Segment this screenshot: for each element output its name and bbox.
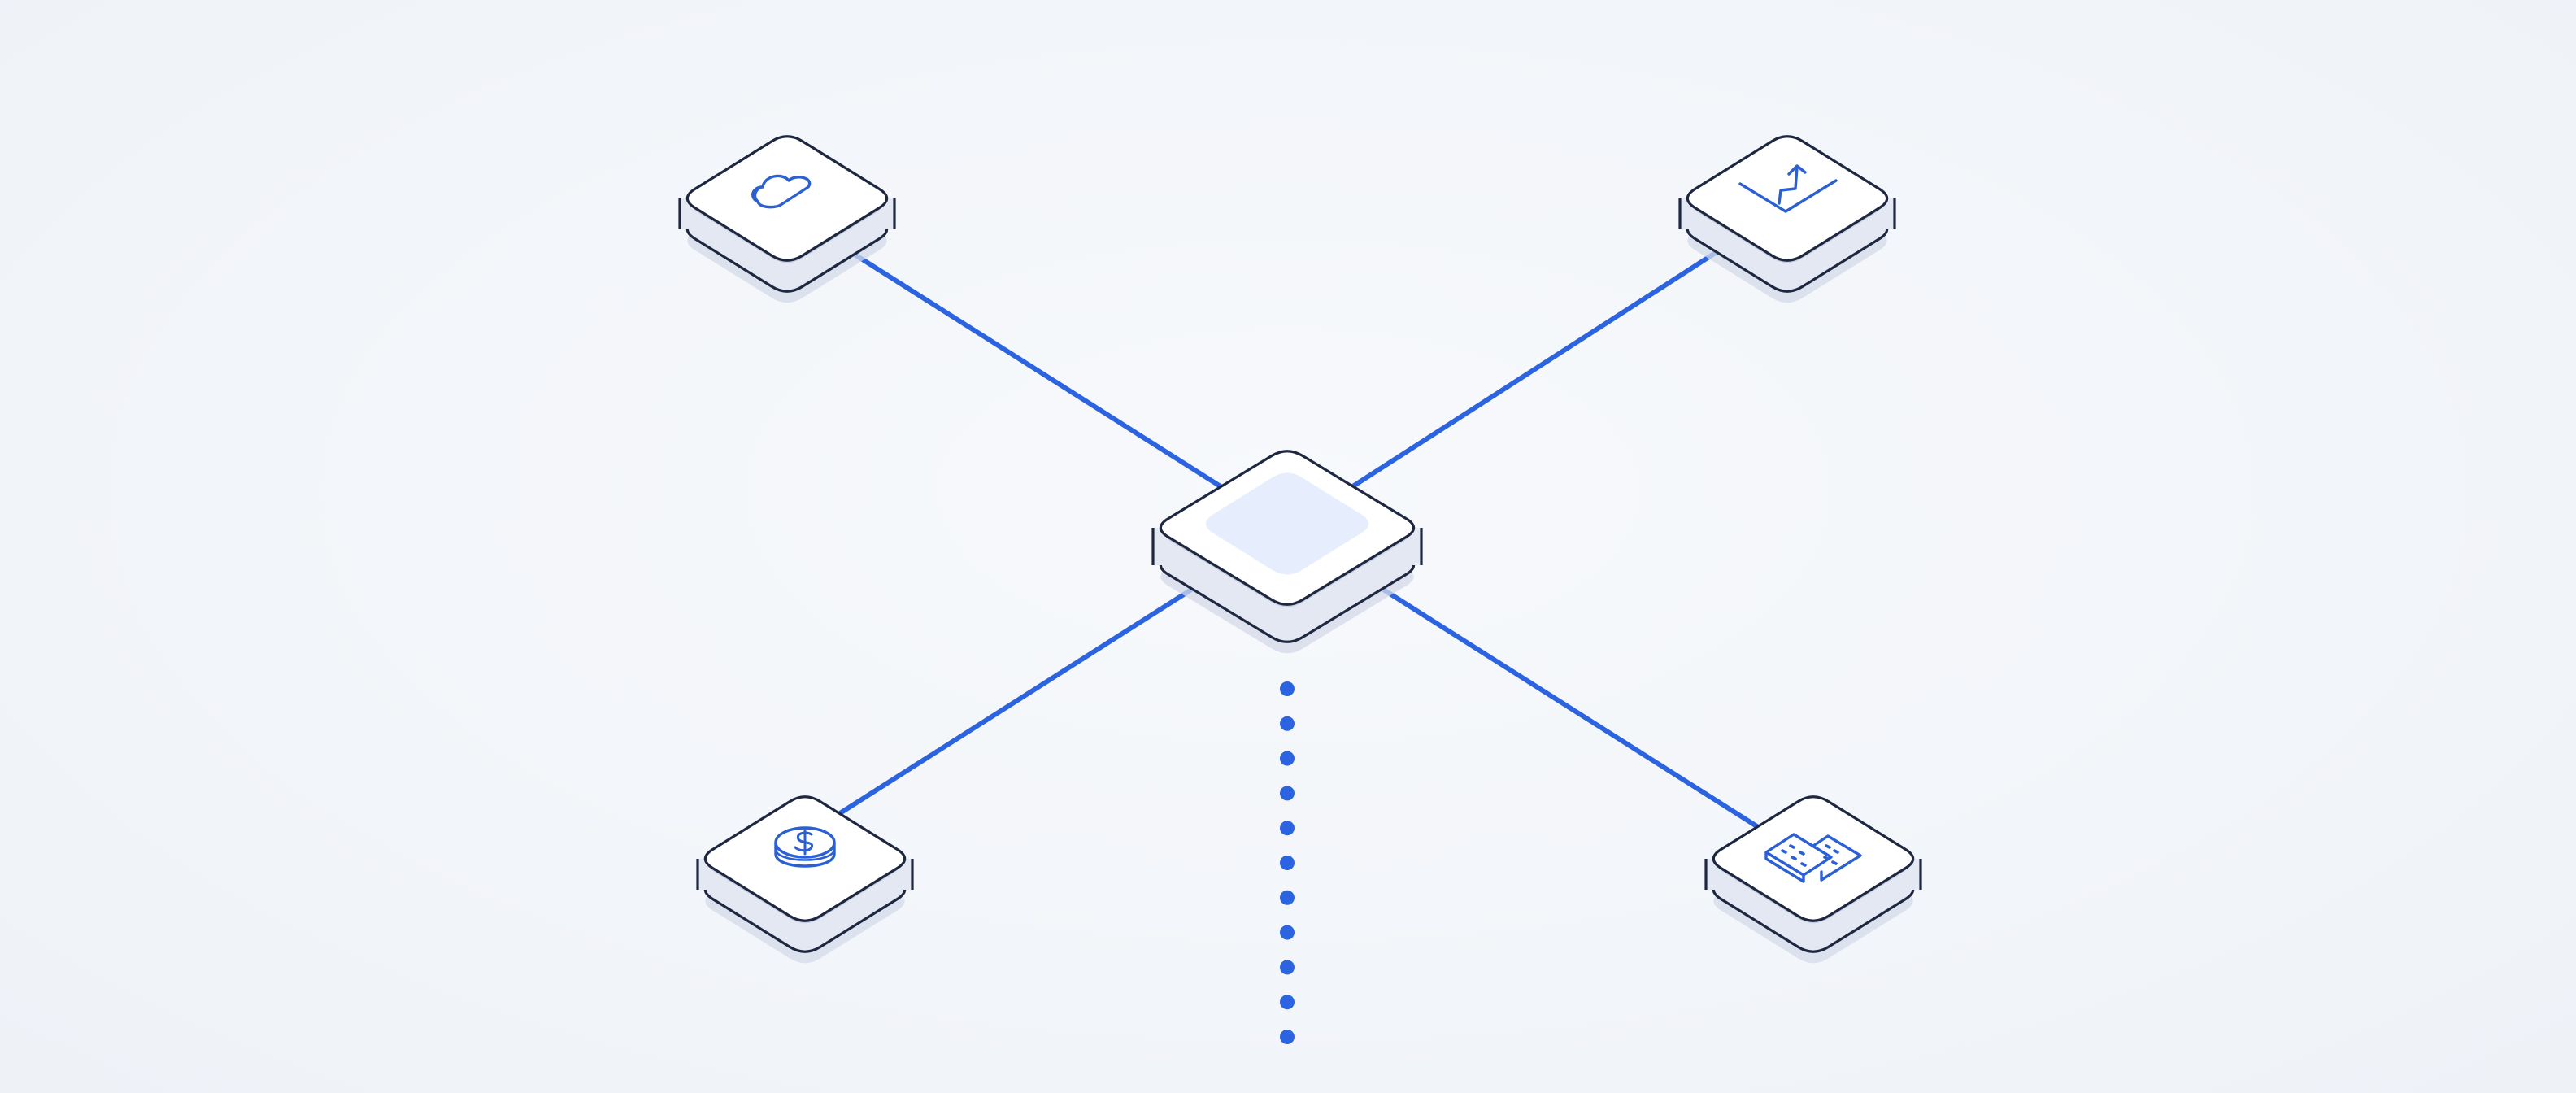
node-currency[interactable] (696, 795, 914, 964)
connector-dot (1280, 751, 1295, 766)
connector-dot (1280, 681, 1295, 696)
node-tile (678, 135, 896, 303)
connector-dot (1280, 960, 1295, 975)
dotted-connector-down (1280, 681, 1295, 1044)
node-tile (1678, 135, 1896, 303)
connector-dot (1280, 925, 1295, 940)
tile-top (1712, 795, 1915, 922)
connector-dot (1280, 856, 1295, 870)
connector-dot (1280, 1030, 1295, 1044)
connector-hub-cloud (777, 204, 1290, 531)
connector-dot (1280, 995, 1295, 1010)
hub-node[interactable] (1151, 450, 1423, 654)
hub-inner-highlight (1206, 472, 1368, 575)
node-growth[interactable] (1678, 135, 1896, 303)
connector-hub-growth (1285, 204, 1790, 531)
node-tile (1704, 795, 1922, 964)
tile-top (703, 795, 907, 922)
trend-up-icon (1738, 164, 1838, 213)
node-cloud[interactable] (678, 135, 896, 303)
tile-top (1686, 135, 1889, 262)
node-tile (696, 795, 914, 964)
node-buildings[interactable] (1704, 795, 1922, 964)
connector-dot (1280, 890, 1295, 905)
connector-dot (1280, 716, 1295, 731)
connector-dot (1280, 821, 1295, 836)
tile-top (685, 135, 889, 262)
coin-icon (774, 826, 836, 868)
connector-dot (1280, 786, 1295, 801)
cloud-icon (751, 174, 812, 209)
building-icon (1764, 833, 1862, 883)
